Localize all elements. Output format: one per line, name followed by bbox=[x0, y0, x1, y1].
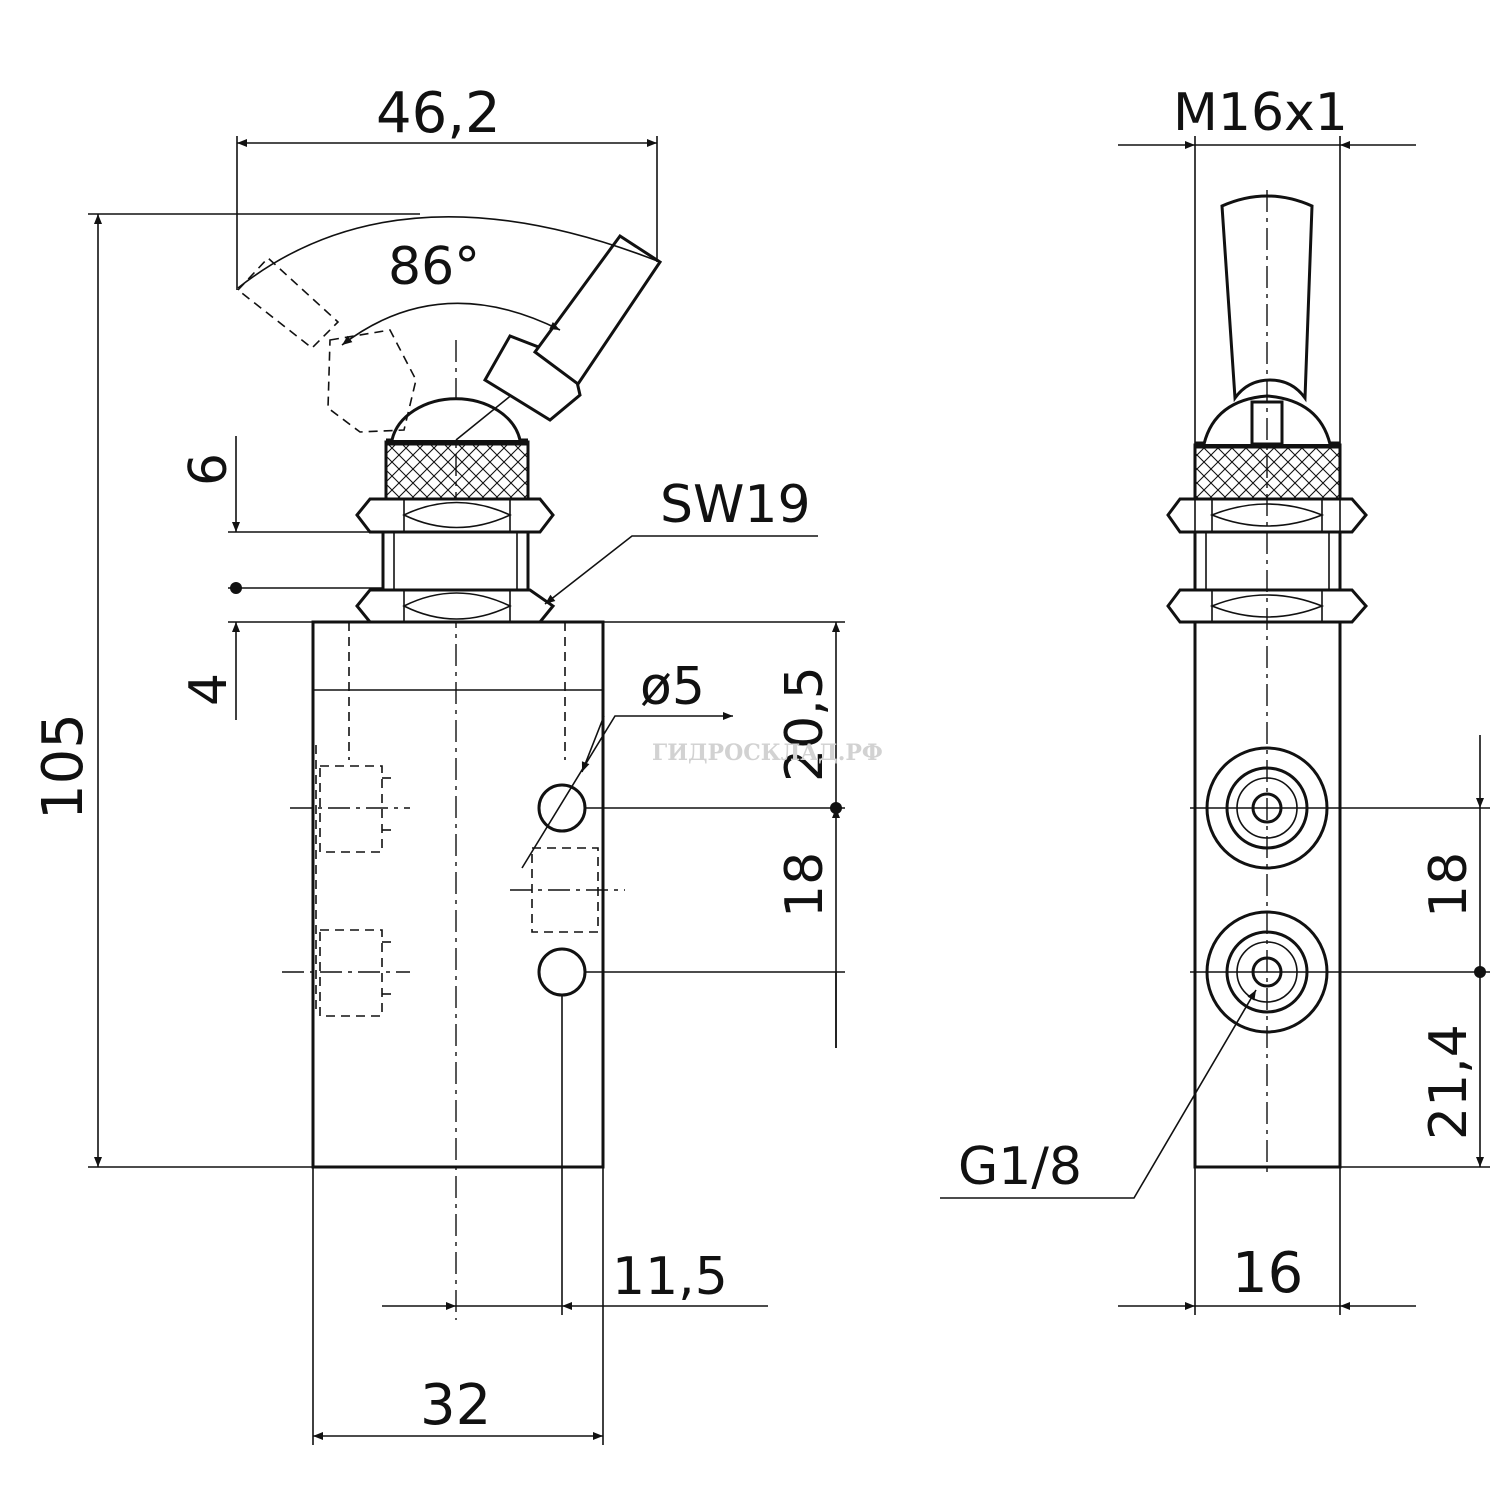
side-lower-nut bbox=[1166, 588, 1368, 624]
dim-port-spacing-front: 18 bbox=[775, 852, 835, 918]
side-port-upper bbox=[1190, 746, 1490, 870]
leader-hole-diameter bbox=[521, 712, 733, 869]
angle-arc-dim bbox=[341, 302, 561, 346]
angle-arc-outer bbox=[237, 215, 661, 289]
angle-label: 86° bbox=[388, 237, 480, 297]
dim-body-width: 32 bbox=[420, 1373, 491, 1438]
valve-body-front bbox=[311, 620, 605, 1169]
ball-dome bbox=[390, 397, 522, 441]
dim-nut-height: 6 bbox=[179, 453, 239, 486]
leader-port-thread bbox=[940, 989, 1257, 1199]
dim-total-height: 105 bbox=[31, 713, 96, 820]
dim-body-depth: 16 bbox=[1232, 1241, 1303, 1306]
hidden-port-left-lower bbox=[282, 929, 410, 1017]
dim-hole-diameter: ø5 bbox=[640, 657, 705, 717]
dim-gap-height: 4 bbox=[179, 673, 239, 706]
watermark: ГИДРОСКЛАД.РФ bbox=[652, 740, 883, 766]
dim-thread: M16x1 bbox=[1173, 83, 1348, 143]
dim-port-spacing-side: 18 bbox=[1419, 852, 1479, 918]
dim-port-thread: G1/8 bbox=[958, 1137, 1082, 1197]
dim-top-to-port: 20,5 bbox=[775, 666, 835, 782]
side-view: M16x1 18 21,4 G1/8 16 bbox=[940, 83, 1490, 1315]
dim-wrench-size: SW19 bbox=[660, 475, 811, 535]
leader-wrench bbox=[544, 535, 818, 605]
dim-port-to-bottom: 21,4 bbox=[1419, 1024, 1479, 1140]
threaded-neck bbox=[381, 530, 530, 592]
knurled-cap bbox=[384, 440, 530, 501]
hidden-port-right bbox=[510, 847, 625, 933]
front-view: 86° 46,2 105 6 4 SW19 ø5 2 bbox=[31, 81, 845, 1445]
lower-hex-nut bbox=[355, 588, 556, 624]
upper-hex-nut bbox=[355, 497, 555, 534]
side-port-lower bbox=[1190, 910, 1490, 1034]
dim-port-offset: 11,5 bbox=[612, 1247, 728, 1307]
hidden-port-left-upper bbox=[290, 765, 410, 853]
dim-handle-span: 46,2 bbox=[376, 81, 501, 146]
